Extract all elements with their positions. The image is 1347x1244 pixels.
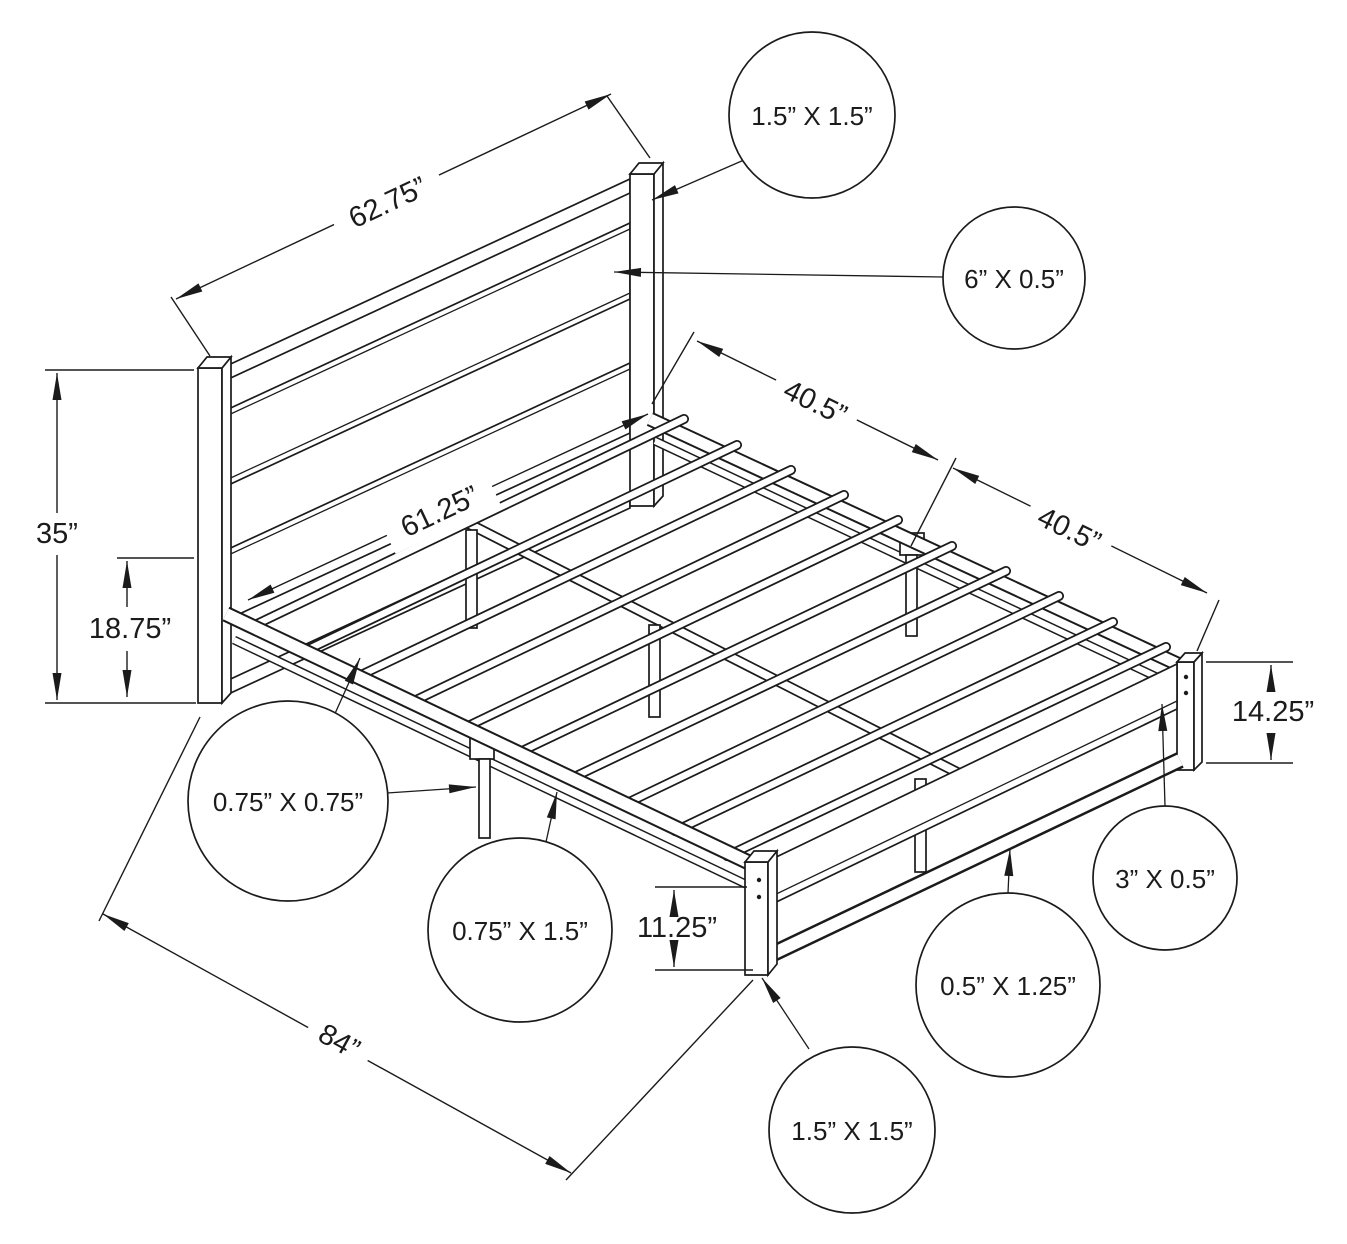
callout-label-footboard-panel: 3” X 0.5” <box>1115 864 1215 894</box>
callout-headboard-post: 1.5” X 1.5” <box>651 31 896 201</box>
dimension-overall-length: 84” <box>98 716 754 1181</box>
footboard-near-post <box>743 848 779 978</box>
callout-footboard-post: 1.5” X 1.5” <box>761 977 936 1214</box>
dimension-half-lengths: 40.5” 40.5” <box>651 331 1220 652</box>
callout-footboard-panel: 3” X 0.5” <box>1092 703 1238 951</box>
support-leg-center-foot <box>648 624 661 718</box>
callout-circle-footboard-panel <box>1092 805 1238 951</box>
dimension-platform-height: 18.75” <box>89 557 194 697</box>
dimension-footboard-rail-height: 11.25” <box>637 886 753 971</box>
headboard-right-post <box>628 160 665 509</box>
support-leg-center-head <box>465 529 478 629</box>
support-leg-front <box>478 758 491 839</box>
callout-label-headboard-post: 1.5” X 1.5” <box>751 101 872 131</box>
dimension-label-platform-height: 18.75” <box>89 613 171 645</box>
dimension-footboard-height: 14.25” <box>1206 661 1314 764</box>
support-leg-back <box>905 554 918 637</box>
callout-circle-headboard-panel <box>942 206 1086 350</box>
callout-label-headboard-panel: 6” X 0.5” <box>964 264 1064 294</box>
callout-circle-footboard-post <box>768 1046 936 1214</box>
dimension-label-footboard-rail-height: 11.25” <box>637 912 717 944</box>
callout-circle-side-rail <box>427 837 613 1023</box>
dimension-label-headboard-width: 62.75” <box>344 171 432 235</box>
callout-circle-headboard-post <box>728 31 896 199</box>
callout-support-leg: 0.75” X 0.75” <box>187 657 477 902</box>
callout-footboard-rail: 0.5” X 1.25” <box>915 848 1101 1078</box>
dimension-label-headboard-height: 35” <box>36 518 78 550</box>
callout-label-footboard-rail: 0.5” X 1.25” <box>940 971 1076 1001</box>
callout-label-side-rail: 0.75” X 1.5” <box>452 916 588 946</box>
dimension-headboard-height: 35” <box>36 369 196 704</box>
headboard-left-post <box>196 354 233 706</box>
dimension-label-footboard-height: 14.25” <box>1232 696 1314 728</box>
footboard <box>743 650 1204 978</box>
footboard-far-post <box>1175 650 1204 773</box>
callout-label-footboard-post: 1.5” X 1.5” <box>791 1116 912 1146</box>
callout-circle-footboard-rail <box>915 892 1101 1078</box>
callout-headboard-panel: 6” X 0.5” <box>613 206 1086 350</box>
callout-side-rail: 0.75” X 1.5” <box>427 791 613 1023</box>
callout-label-support-leg: 0.75” X 0.75” <box>213 787 363 817</box>
callout-circle-support-leg <box>187 700 389 902</box>
